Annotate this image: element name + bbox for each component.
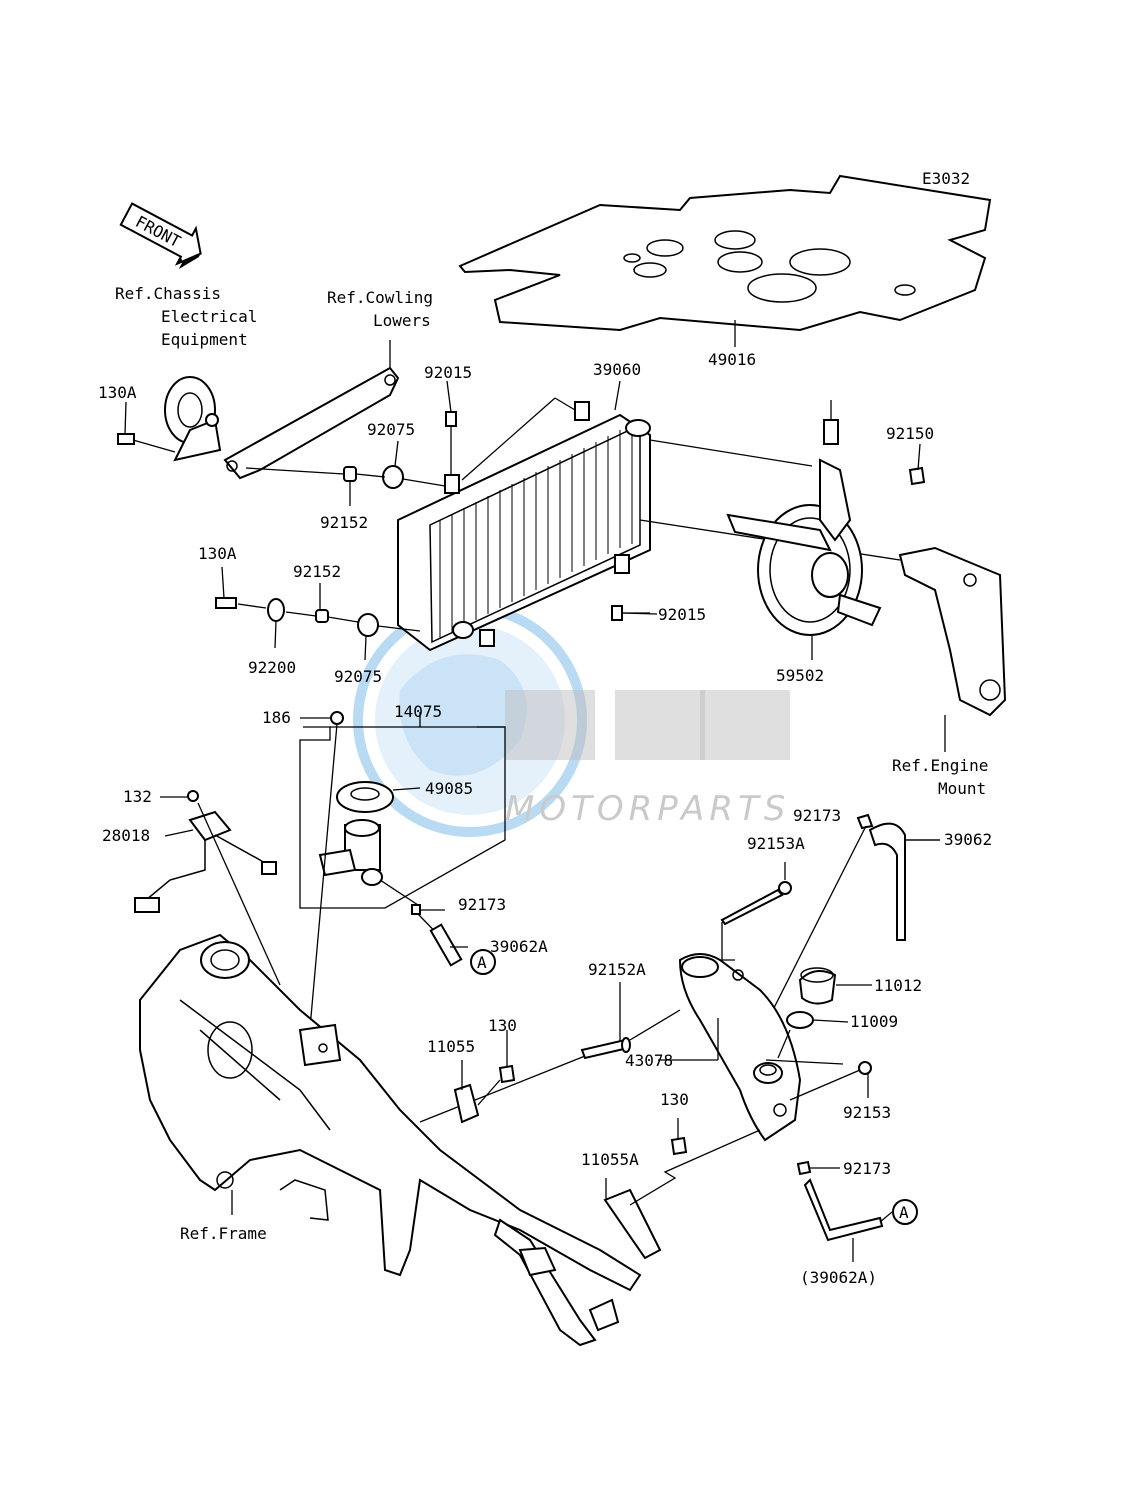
circle-a-left-icon: A [470, 949, 496, 975]
part-labels: Ref.Chassis Electrical Equipment Ref.Cow… [98, 284, 992, 1287]
ref-chassis-line2: Electrical [161, 307, 257, 326]
horn-part [117, 376, 222, 462]
bolt-92153 [789, 1061, 872, 1101]
leader-lines-2 [420, 612, 940, 1065]
label-92153: 92153 [843, 1103, 891, 1122]
bolt-186 [309, 711, 344, 1029]
cap-11012 [777, 967, 872, 1059]
label-14075: 14075 [394, 702, 442, 721]
leader-lines [124, 380, 921, 948]
ref-engine-line2: Mount [938, 779, 986, 798]
bolt-92153A [720, 862, 792, 961]
label-11012: 11012 [874, 976, 922, 995]
label-92075-top: 92075 [367, 420, 415, 439]
label-11055: 11055 [427, 1037, 475, 1056]
label-39060: 39060 [593, 360, 641, 379]
cap-assembly-14075 [299, 712, 506, 967]
label-28018: 28018 [102, 826, 150, 845]
mounting-hardware [215, 411, 650, 637]
label-92075-bot: 92075 [334, 667, 382, 686]
hose-lower-39062A [796, 1160, 893, 1262]
clip-11055A [603, 1118, 761, 1260]
label-39062: 39062 [944, 830, 992, 849]
label-11055A: 11055A [581, 1150, 639, 1169]
label-92152A: 92152A [588, 960, 646, 979]
label-130A-top: 130A [98, 383, 137, 402]
label-49085: 49085 [425, 779, 473, 798]
ref-cowling-line2: Lowers [373, 311, 431, 330]
label-92015-top: 92015 [424, 363, 472, 382]
circle-a-right-icon: A [892, 1199, 918, 1225]
label-186: 186 [262, 708, 291, 727]
ref-chassis-line3: Equipment [161, 330, 248, 349]
circle-a-right-label: A [899, 1203, 909, 1222]
label-39062A-paren: (39062A) [800, 1268, 877, 1287]
label-43078: 43078 [625, 1051, 673, 1070]
engine-mount-bracket [898, 546, 1007, 752]
label-132: 132 [123, 787, 152, 806]
ref-cowling-line1: Ref.Cowling [327, 288, 433, 307]
plate-49016 [458, 174, 992, 347]
watermark-sub: MOTORPARTS [505, 789, 790, 829]
clip-11055 [453, 1030, 516, 1124]
label-59502: 59502 [776, 666, 824, 685]
label-92173-low: 92173 [843, 1159, 891, 1178]
ref-engine-line1: Ref.Engine [892, 756, 988, 775]
label-92173-mid: 92173 [458, 895, 506, 914]
watermark: MOTORPARTS [353, 603, 790, 837]
label-130-low: 130 [660, 1090, 689, 1109]
ref-frame-label: Ref.Frame [180, 1224, 267, 1243]
ref-chassis-line1: Ref.Chassis [115, 284, 221, 303]
label-92200: 92200 [248, 658, 296, 677]
label-39062A: 39062A [490, 937, 548, 956]
front-arrow-icon: FRONT [119, 202, 202, 270]
connector-28018 [134, 790, 281, 986]
fan-59502 [726, 400, 926, 660]
bolt-92152A [419, 982, 681, 1123]
label-11009: 11009 [850, 1012, 898, 1031]
label-92153A: 92153A [747, 834, 805, 853]
label-92152-top: 92152 [320, 513, 368, 532]
label-49016: 49016 [708, 350, 756, 369]
label-92150: 92150 [886, 424, 934, 443]
label-92152-mid: 92152 [293, 562, 341, 581]
cowling-bracket [223, 340, 400, 480]
label-92015-bot: 92015 [658, 605, 706, 624]
reservoir-43078 [678, 953, 802, 1142]
circle-a-left-label: A [477, 953, 487, 972]
label-130A-mid: 130A [198, 544, 237, 563]
frame-part [139, 933, 642, 1347]
label-130-mid: 130 [488, 1016, 517, 1035]
label-92173-right: 92173 [793, 806, 841, 825]
diagram-code: E3032 [922, 169, 970, 188]
